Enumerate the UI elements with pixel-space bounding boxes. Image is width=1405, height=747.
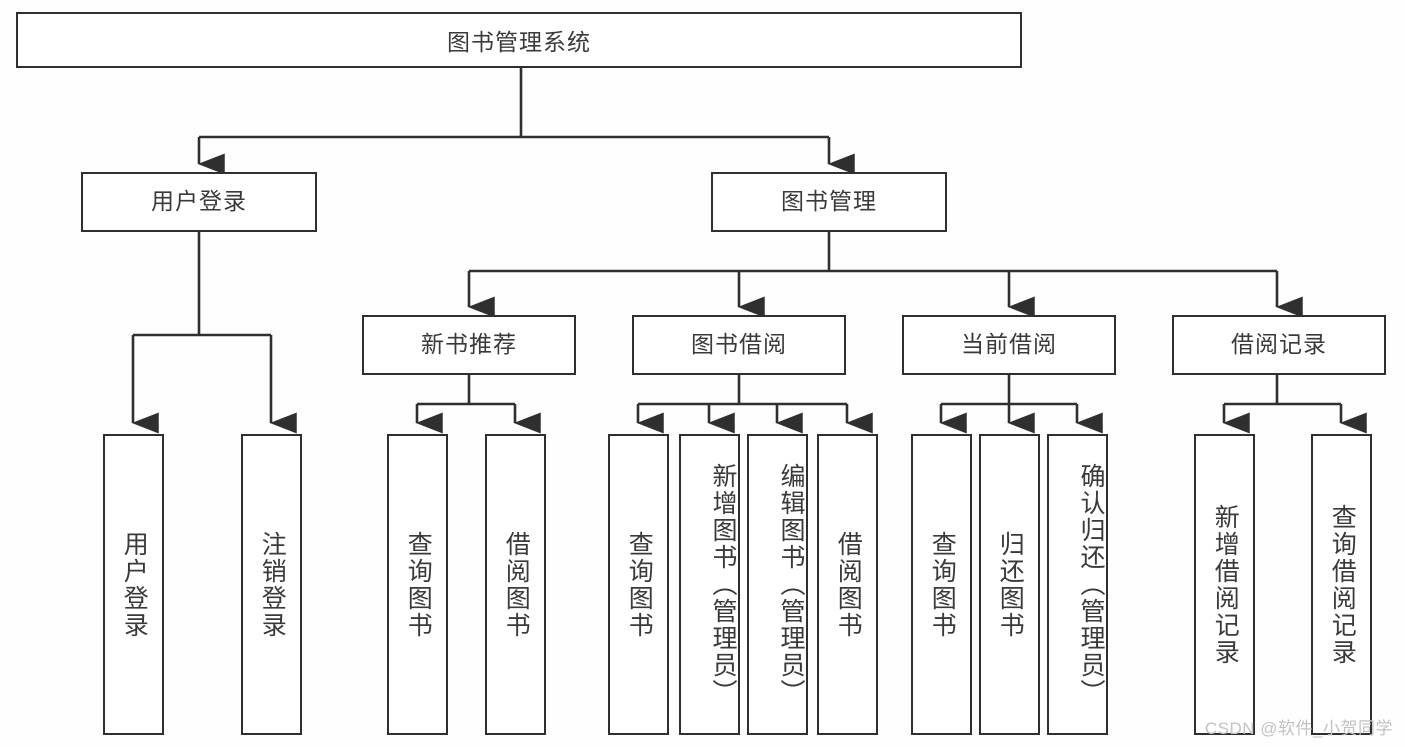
- leaf-record-add-record[interactable]: 新增借阅记录: [1194, 434, 1255, 735]
- leaf-borrow-query-book[interactable]: 查询图书: [608, 434, 669, 735]
- leaf-label: 编辑图书（管理员）: [777, 463, 805, 706]
- leaf-borrow-borrow-book[interactable]: 借阅图书: [817, 434, 878, 735]
- node-book-management[interactable]: 图书管理: [711, 172, 947, 232]
- leaf-borrow-edit-book-admin[interactable]: 编辑图书（管理员）: [747, 434, 808, 735]
- node-label: 借阅记录: [1231, 331, 1327, 358]
- leaf-label: 查询图书: [625, 530, 654, 639]
- node-label: 图书管理系统: [447, 29, 591, 55]
- node-user-login[interactable]: 用户登录: [81, 172, 317, 232]
- node-borrow-record[interactable]: 借阅记录: [1172, 315, 1386, 375]
- leaf-label: 新增借阅记录: [1211, 503, 1240, 666]
- leaf-recommend-borrow-book[interactable]: 借阅图书: [485, 434, 546, 735]
- leaf-current-query-book[interactable]: 查询图书: [911, 434, 972, 735]
- leaf-label: 借阅图书: [834, 530, 863, 639]
- node-label: 当前借阅: [961, 331, 1057, 358]
- node-label: 图书借阅: [691, 331, 787, 358]
- node-root-system[interactable]: 图书管理系统: [16, 12, 1022, 68]
- leaf-current-confirm-return-admin[interactable]: 确认归还（管理员）: [1047, 434, 1108, 735]
- leaf-label: 查询借阅记录: [1328, 503, 1357, 666]
- watermark-text: CSDN @软件_小贺同学: [1204, 719, 1393, 738]
- leaf-record-query-record[interactable]: 查询借阅记录: [1311, 434, 1372, 735]
- leaf-current-return-book[interactable]: 归还图书: [979, 434, 1040, 735]
- node-label: 用户登录: [151, 188, 247, 215]
- leaf-user-login[interactable]: 用户登录: [103, 434, 164, 735]
- node-current-borrow[interactable]: 当前借阅: [902, 315, 1116, 375]
- node-book-borrow[interactable]: 图书借阅: [632, 315, 846, 375]
- leaf-label: 归还图书: [996, 530, 1025, 639]
- leaf-user-logout[interactable]: 注销登录: [241, 434, 302, 735]
- node-new-book-recommend[interactable]: 新书推荐: [362, 315, 576, 375]
- leaf-label: 查询图书: [404, 530, 433, 639]
- node-label: 新书推荐: [421, 331, 517, 358]
- leaf-label: 查询图书: [928, 530, 957, 639]
- leaf-recommend-query-book[interactable]: 查询图书: [387, 434, 448, 735]
- leaf-label: 用户登录: [120, 530, 149, 639]
- leaf-label: 注销登录: [258, 530, 287, 639]
- leaf-label: 借阅图书: [502, 530, 531, 639]
- leaf-borrow-add-book-admin[interactable]: 新增图书（管理员）: [679, 434, 740, 735]
- leaf-label: 确认归还（管理员）: [1077, 463, 1105, 706]
- leaf-label: 新增图书（管理员）: [709, 463, 737, 706]
- node-label: 图书管理: [781, 188, 877, 215]
